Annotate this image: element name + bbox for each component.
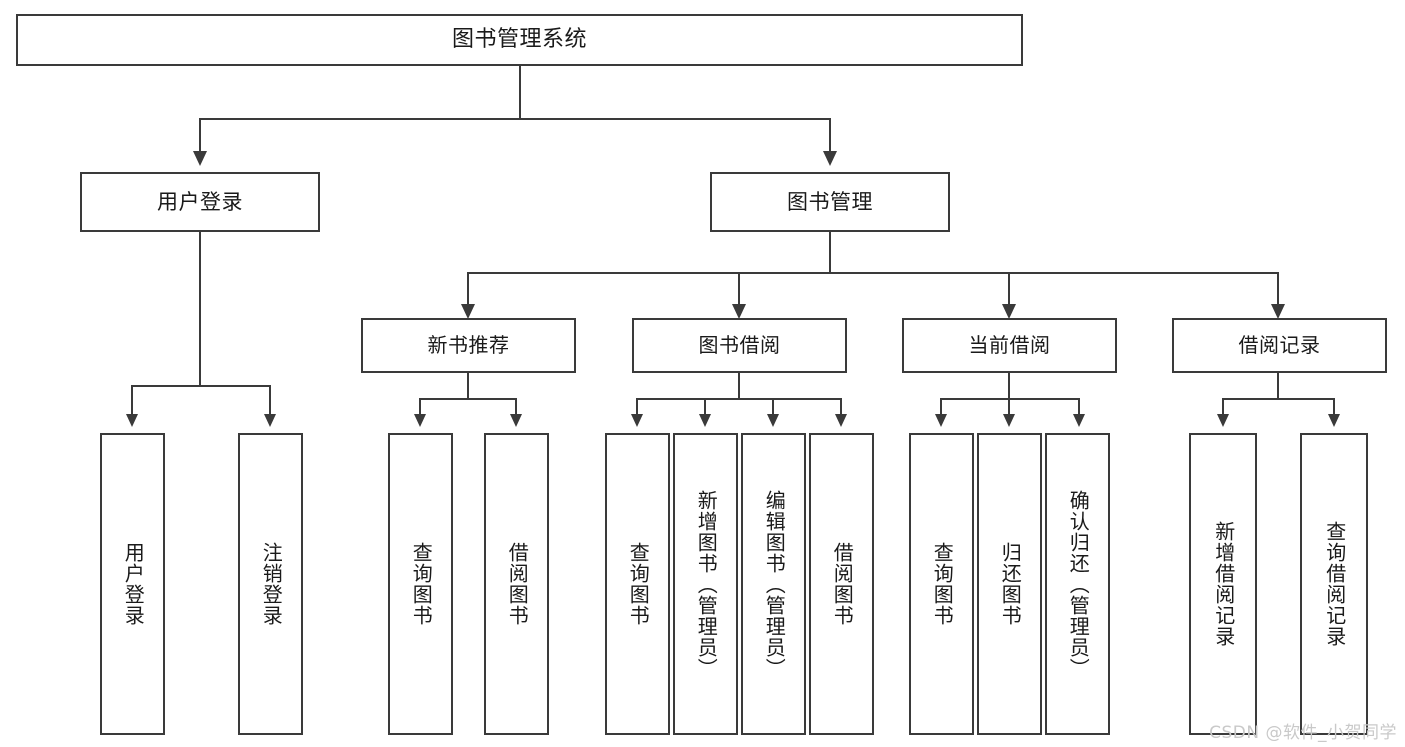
arrowhead-leaf-confirm-return	[1073, 414, 1085, 427]
connector-borrow-record-drop-1	[1222, 398, 1224, 415]
arrowhead-new-book-recommend	[461, 304, 475, 319]
connector-current-borrow-stem	[1008, 373, 1010, 399]
node-label: 借阅图书	[830, 542, 855, 626]
leaf-confirm-return[interactable]: 确认归还（管理员）	[1045, 433, 1110, 735]
arrowhead-current-borrow	[1002, 304, 1016, 319]
node-label: 当前借阅	[968, 333, 1051, 357]
arrowhead-leaf-borrow-book-1	[510, 414, 522, 427]
leaf-query-book-3[interactable]: 查询图书	[909, 433, 974, 735]
node-label: 查询图书	[626, 542, 651, 626]
connector-current-borrow-drop-2	[1008, 398, 1010, 415]
connector-book-borrow-bus	[636, 398, 841, 400]
connector-to-user-login	[199, 118, 201, 151]
connector-to-book-manage	[829, 118, 831, 151]
connector-new-book-bus	[419, 398, 517, 400]
connector-new-book-drop-2	[515, 398, 517, 415]
node-label: 确认归还（管理员）	[1066, 489, 1091, 679]
connector-book-borrow-stem	[738, 373, 740, 399]
node-label: 用户登录	[121, 542, 146, 626]
connector-new-book-stem	[467, 373, 469, 399]
leaf-edit-book[interactable]: 编辑图书（管理员）	[741, 433, 806, 735]
connector-to-book-borrow	[738, 272, 740, 305]
connector-level1-bus	[199, 118, 831, 120]
node-label: 新增借阅记录	[1211, 521, 1236, 647]
leaf-user-login[interactable]: 用户登录	[100, 433, 165, 735]
leaf-add-record[interactable]: 新增借阅记录	[1189, 433, 1257, 735]
arrowhead-leaf-user-login	[126, 414, 138, 427]
connector-current-borrow-drop-3	[1078, 398, 1080, 415]
node-label: 注销登录	[259, 542, 284, 626]
leaf-query-book-1[interactable]: 查询图书	[388, 433, 453, 735]
leaf-logout[interactable]: 注销登录	[238, 433, 303, 735]
arrowhead-leaf-query-book-2	[631, 414, 643, 427]
node-borrow-record[interactable]: 借阅记录	[1172, 318, 1387, 373]
connector-user-login-stem	[199, 232, 201, 386]
node-label: 查询借阅记录	[1322, 521, 1347, 647]
node-label: 图书管理系统	[451, 27, 587, 53]
node-root-book-management-system[interactable]: 图书管理系统	[16, 14, 1023, 66]
node-book-borrow[interactable]: 图书借阅	[632, 318, 847, 373]
connector-current-borrow-drop-1	[940, 398, 942, 415]
connector-new-book-drop-1	[419, 398, 421, 415]
connector-root-stem	[519, 66, 521, 119]
connector-book-borrow-drop-2	[704, 398, 706, 415]
node-label: 查询图书	[930, 542, 955, 626]
connector-user-login-drop-1	[131, 385, 133, 415]
node-user-login[interactable]: 用户登录	[80, 172, 320, 232]
connector-book-manage-stem	[829, 232, 831, 273]
node-label: 借阅图书	[505, 542, 530, 626]
arrowhead-leaf-borrow-book-2	[835, 414, 847, 427]
connector-to-current-borrow	[1008, 272, 1010, 305]
node-label: 查询图书	[409, 542, 434, 626]
node-label: 借阅记录	[1238, 333, 1321, 357]
arrowhead-borrow-record	[1271, 304, 1285, 319]
connector-borrow-record-stem	[1277, 373, 1279, 399]
arrowhead-leaf-add-record	[1217, 414, 1229, 427]
leaf-return-book[interactable]: 归还图书	[977, 433, 1042, 735]
connector-level2-bus	[467, 272, 1278, 274]
arrowhead-leaf-query-book-1	[414, 414, 426, 427]
node-new-book-recommend[interactable]: 新书推荐	[361, 318, 576, 373]
leaf-query-book-2[interactable]: 查询图书	[605, 433, 670, 735]
node-label: 归还图书	[998, 542, 1023, 626]
connector-current-borrow-bus	[940, 398, 1080, 400]
arrowhead-leaf-add-book	[699, 414, 711, 427]
arrowhead-leaf-query-record	[1328, 414, 1340, 427]
arrowhead-leaf-edit-book	[767, 414, 779, 427]
connector-book-borrow-drop-1	[636, 398, 638, 415]
arrowhead-leaf-query-book-3	[935, 414, 947, 427]
csdn-watermark: CSDN @软件_小贺同学	[1209, 723, 1397, 743]
connector-book-borrow-drop-4	[840, 398, 842, 415]
connector-borrow-record-bus	[1222, 398, 1335, 400]
leaf-query-record[interactable]: 查询借阅记录	[1300, 433, 1368, 735]
connector-book-borrow-drop-3	[772, 398, 774, 415]
arrowhead-book-manage	[823, 151, 837, 166]
connector-borrow-record-drop-2	[1333, 398, 1335, 415]
arrowhead-leaf-return-book	[1003, 414, 1015, 427]
leaf-borrow-book-2[interactable]: 借阅图书	[809, 433, 874, 735]
connector-user-login-bus	[131, 385, 269, 387]
arrowhead-user-login	[193, 151, 207, 166]
node-label: 图书管理	[787, 189, 873, 214]
arrowhead-leaf-logout	[264, 414, 276, 427]
leaf-add-book[interactable]: 新增图书（管理员）	[673, 433, 738, 735]
connector-to-borrow-record	[1277, 272, 1279, 305]
node-label: 编辑图书（管理员）	[762, 489, 787, 679]
node-label: 新增图书（管理员）	[694, 489, 719, 679]
connector-user-login-drop-2	[269, 385, 271, 415]
arrowhead-book-borrow	[732, 304, 746, 319]
connector-to-new-book-recommend	[467, 272, 469, 305]
node-label: 新书推荐	[427, 333, 510, 357]
node-label: 用户登录	[157, 189, 243, 214]
node-current-borrow[interactable]: 当前借阅	[902, 318, 1117, 373]
node-label: 图书借阅	[698, 333, 781, 357]
node-book-management[interactable]: 图书管理	[710, 172, 950, 232]
leaf-borrow-book-1[interactable]: 借阅图书	[484, 433, 549, 735]
